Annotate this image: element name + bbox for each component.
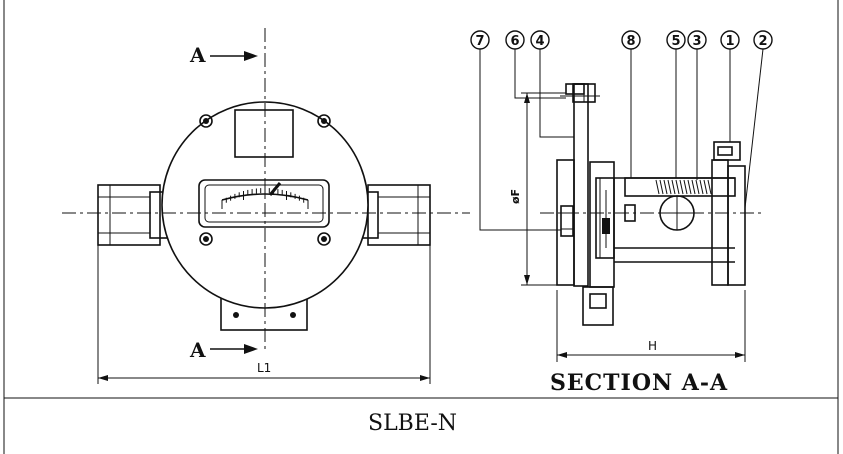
section-marker-bottom: A [189,338,258,362]
callout-1: 1 [720,30,740,142]
spring-coil [659,179,664,195]
svg-text:A: A [189,43,206,67]
dimension-phi-f: øF [509,92,566,286]
front-view: A A L1 [62,28,470,384]
front-plate [556,159,575,286]
spring-coil [695,179,700,195]
spring-coil [691,179,696,195]
svg-text:H: H [648,339,657,353]
callout-6: 6 [505,30,566,99]
dimension-h: H [556,290,746,362]
spring-coil [655,179,660,195]
callout-4: 4 [530,30,574,138]
svg-text:6: 6 [510,34,519,49]
callout-3: 3 [687,30,707,180]
svg-text:5: 5 [671,34,680,49]
svg-text:1: 1 [725,34,734,49]
meter-body [614,177,736,263]
model-label: SLBE-N [368,411,457,436]
housing-bolts [199,114,331,246]
spring-coil [663,179,668,195]
spring-coil [707,179,712,195]
svg-text:L1: L1 [257,361,271,375]
spring-coil [671,179,676,195]
left-fitting [97,184,171,246]
svg-text:2: 2 [758,34,767,49]
section-marker-top: A [189,43,258,67]
spring-coil [667,179,672,195]
svg-text:7: 7 [475,34,484,49]
display-window [234,109,294,158]
spring-coil [687,179,692,195]
spring-coil [679,179,684,195]
svg-text:3: 3 [692,34,701,49]
section-view: øF H 7 6 4 8 5 [470,30,773,362]
callout-2: 2 [744,30,773,209]
callout-7: 7 [470,30,561,231]
spring-coil [699,179,704,195]
right-fitting [357,184,431,246]
scale-window [198,179,330,228]
callout-8: 8 [621,30,641,178]
svg-text:øF: øF [509,189,522,204]
spring-coil [703,179,708,195]
drawing-frame [3,0,839,454]
svg-text:4: 4 [535,34,544,49]
right-flange [711,141,746,286]
svg-text:A: A [189,338,206,362]
dimension-l1: L1 [97,245,431,384]
section-title: SECTION A-A [550,370,728,396]
spring-coil [675,179,680,195]
svg-text:8: 8 [626,34,635,49]
spring-coil [683,179,688,195]
callout-5: 5 [666,30,686,178]
